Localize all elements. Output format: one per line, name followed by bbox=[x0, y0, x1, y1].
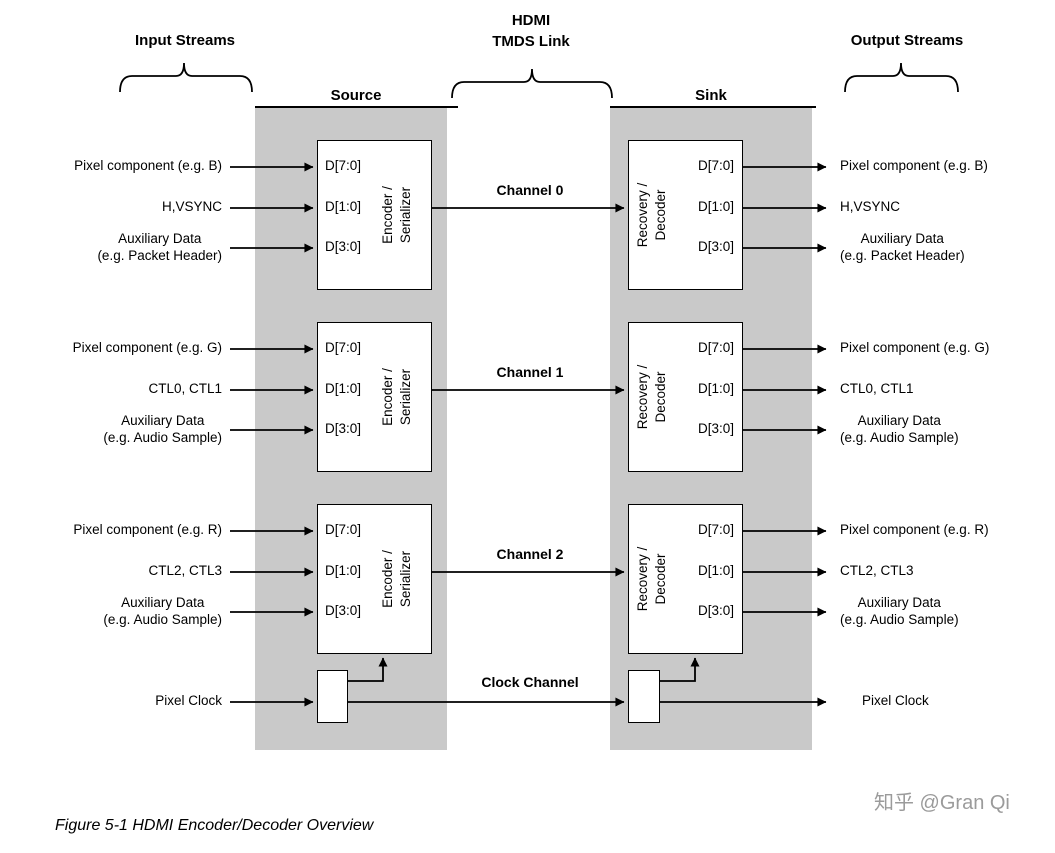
decoder-block-ch0 bbox=[628, 140, 743, 290]
input-label-text: Auxiliary Data (e.g. Packet Header) bbox=[97, 231, 222, 263]
input-label-ch2-pixel: Pixel component (e.g. R) bbox=[28, 522, 222, 539]
port-label-d70: D[7:0] bbox=[325, 158, 362, 173]
input-label-text: CTL2, CTL3 bbox=[148, 563, 222, 578]
output-label-text: Pixel component (e.g. B) bbox=[840, 158, 988, 173]
decoder-block-ch1 bbox=[628, 322, 743, 472]
port-label-d30: D[3:0] bbox=[325, 603, 362, 618]
channel0-label: Channel 0 bbox=[496, 182, 564, 198]
source-heading: Source bbox=[330, 87, 382, 104]
output-label-text: Pixel Clock bbox=[862, 693, 929, 708]
brace-group bbox=[119, 62, 959, 99]
output-label-ch2-ctl: CTL2, CTL3 bbox=[840, 563, 1050, 580]
input-label-text: Pixel Clock bbox=[155, 693, 222, 708]
input-label-text: H,VSYNC bbox=[161, 199, 222, 214]
output-label-pixel-clock: Pixel Clock bbox=[862, 693, 1055, 710]
input-label-ch0-pixel: Pixel component (e.g. B) bbox=[28, 158, 222, 175]
input-label-ch0-aux: Auxiliary Data (e.g. Packet Header) bbox=[28, 231, 222, 265]
output-streams-brace bbox=[844, 62, 959, 93]
input-label-text: Pixel component (e.g. B) bbox=[74, 158, 222, 173]
input-label-ch1-pixel: Pixel component (e.g. G) bbox=[28, 340, 222, 357]
input-label-pixel-clock: Pixel Clock bbox=[28, 693, 222, 710]
port-label-d10: D[1:0] bbox=[697, 381, 734, 396]
input-label-ch2-aux: Auxiliary Data (e.g. Audio Sample) bbox=[28, 595, 222, 629]
output-label-text: CTL0, CTL1 bbox=[840, 381, 914, 396]
output-label-ch1-pixel: Pixel component (e.g. G) bbox=[840, 340, 1050, 357]
port-label-d70: D[7:0] bbox=[325, 340, 362, 355]
output-label-ch2-aux: Auxiliary Data (e.g. Audio Sample) bbox=[840, 595, 1050, 629]
tmds-link-heading: HDMI TMDS Link bbox=[492, 12, 570, 50]
source-clock-box bbox=[317, 670, 348, 723]
encoder-block-ch1 bbox=[317, 322, 432, 472]
output-label-ch2-pixel: Pixel component (e.g. R) bbox=[840, 522, 1050, 539]
port-label-d10: D[1:0] bbox=[325, 199, 362, 214]
input-label-text: Pixel component (e.g. R) bbox=[73, 522, 222, 537]
encoder-block-ch0 bbox=[317, 140, 432, 290]
input-label-text: CTL0, CTL1 bbox=[148, 381, 222, 396]
output-label-text: Pixel component (e.g. R) bbox=[840, 522, 989, 537]
figure-caption: Figure 5-1 HDMI Encoder/Decoder Overview bbox=[55, 817, 374, 834]
port-label-d10: D[1:0] bbox=[325, 381, 362, 396]
output-label-text: Auxiliary Data (e.g. Audio Sample) bbox=[840, 413, 959, 445]
output-label-ch0-aux: Auxiliary Data (e.g. Packet Header) bbox=[840, 231, 1050, 265]
clock-channel-label: Clock Channel bbox=[481, 674, 579, 690]
output-streams-heading: Output Streams bbox=[850, 32, 964, 49]
channel2-label: Channel 2 bbox=[496, 546, 564, 562]
output-label-ch0-pixel: Pixel component (e.g. B) bbox=[840, 158, 1050, 175]
output-label-text: H,VSYNC bbox=[840, 199, 901, 214]
output-label-text: Pixel component (e.g. G) bbox=[840, 340, 990, 355]
input-label-text: Auxiliary Data (e.g. Audio Sample) bbox=[103, 595, 222, 627]
decoder-block-ch2 bbox=[628, 504, 743, 654]
encoder-serializer-label: Encoder / Serializer bbox=[379, 550, 413, 608]
sink-clock-box bbox=[628, 670, 660, 723]
port-label-d30: D[3:0] bbox=[697, 421, 734, 436]
output-label-text: Auxiliary Data (e.g. Audio Sample) bbox=[840, 595, 959, 627]
port-label-d30: D[3:0] bbox=[697, 239, 734, 254]
port-label-d10: D[1:0] bbox=[697, 563, 734, 578]
recovery-decoder-label: Recovery / Decoder bbox=[634, 546, 668, 612]
input-streams-brace bbox=[119, 62, 253, 93]
port-label-d70: D[7:0] bbox=[697, 340, 734, 355]
port-label-d70: D[7:0] bbox=[697, 158, 734, 173]
encoder-serializer-label: Encoder / Serializer bbox=[379, 186, 413, 244]
output-label-ch1-aux: Auxiliary Data (e.g. Audio Sample) bbox=[840, 413, 1050, 447]
input-label-text: Auxiliary Data (e.g. Audio Sample) bbox=[103, 413, 222, 445]
recovery-decoder-label: Recovery / Decoder bbox=[634, 182, 668, 248]
port-label-d10: D[1:0] bbox=[325, 563, 362, 578]
input-label-ch1-aux: Auxiliary Data (e.g. Audio Sample) bbox=[28, 413, 222, 447]
output-label-text: Auxiliary Data (e.g. Packet Header) bbox=[840, 231, 965, 263]
encoder-block-ch2 bbox=[317, 504, 432, 654]
watermark: 知乎 @Gran Qi bbox=[874, 792, 1010, 814]
port-label-d10: D[1:0] bbox=[697, 199, 734, 214]
port-label-d70: D[7:0] bbox=[697, 522, 734, 537]
port-label-d30: D[3:0] bbox=[325, 239, 362, 254]
sink-heading: Sink bbox=[695, 87, 727, 104]
recovery-decoder-label: Recovery / Decoder bbox=[634, 364, 668, 430]
output-label-ch0-sync: H,VSYNC bbox=[840, 199, 1050, 216]
tmds-link-brace bbox=[451, 68, 613, 99]
input-label-ch2-ctl: CTL2, CTL3 bbox=[28, 563, 222, 580]
port-label-d30: D[3:0] bbox=[325, 421, 362, 436]
port-label-d70: D[7:0] bbox=[325, 522, 362, 537]
output-label-text: CTL2, CTL3 bbox=[840, 563, 914, 578]
input-streams-heading: Input Streams bbox=[134, 32, 236, 49]
output-label-ch1-ctl: CTL0, CTL1 bbox=[840, 381, 1050, 398]
encoder-serializer-label: Encoder / Serializer bbox=[379, 368, 413, 426]
port-label-d30: D[3:0] bbox=[697, 603, 734, 618]
input-label-text: Pixel component (e.g. G) bbox=[72, 340, 222, 355]
input-label-ch0-sync: H,VSYNC bbox=[28, 199, 222, 216]
input-label-ch1-ctl: CTL0, CTL1 bbox=[28, 381, 222, 398]
channel1-label: Channel 1 bbox=[496, 364, 564, 380]
